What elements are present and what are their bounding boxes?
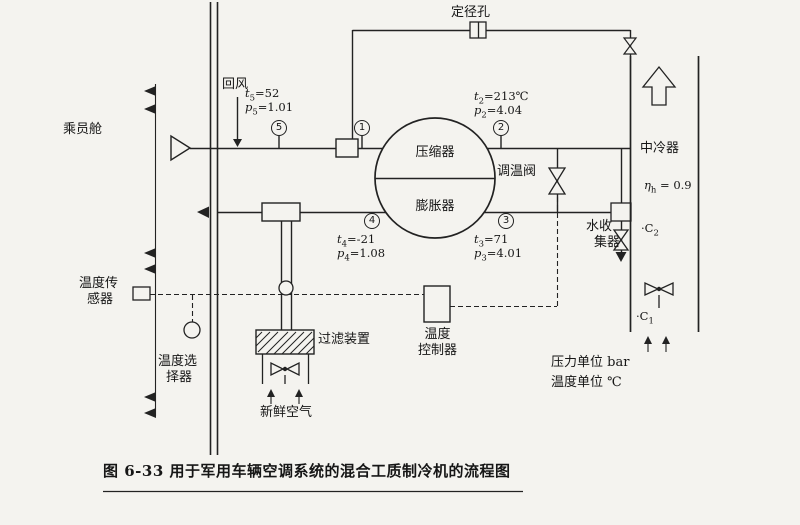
return-air-arrowhead-icon [233, 139, 242, 147]
orifice-fitting-icon [469, 21, 487, 39]
fresh-air-flow-arrows [267, 389, 303, 404]
temp-selector-label: 温度选 择器 [158, 354, 198, 385]
state-point-2: 2 [493, 120, 509, 136]
filter-box-icon [255, 329, 315, 355]
t5-value: t5=52 [245, 86, 280, 104]
air-marker-c2: ·C2 [641, 221, 659, 239]
temp-controller-label: 温度 控制器 [417, 327, 457, 358]
supply-into-cabin-arrow-icon [197, 206, 209, 218]
compressor-expander-unit [374, 117, 496, 239]
t2-value: t2=213℃ [474, 89, 529, 107]
exhaust-air-arrow-icon [641, 65, 677, 106]
p4-value: p4=1.08 [337, 246, 386, 264]
intercooler-label: 中冷器 [640, 141, 680, 156]
state-4-values: t4=-21 p4=1.08 [337, 232, 386, 264]
t4-value: t4=-21 [337, 232, 376, 250]
p5-value: p5=1.01 [245, 100, 294, 118]
temp-sensor-label: 温度传 感器 [79, 276, 119, 307]
temp-regulating-valve-label: 调温阀 [497, 164, 537, 179]
figure-caption: 图 6-33 用于军用车辆空调系统的混合工质制冷机的流程图 [103, 462, 511, 480]
return-air-funnel-icon [170, 134, 192, 162]
temperature-unit-note: 温度单位 ℃ [551, 375, 622, 390]
temp-sensor-icon [132, 286, 151, 301]
cabin-wall [209, 2, 219, 455]
water-collector-icon [610, 202, 632, 262]
p3-value: p3=4.01 [474, 246, 523, 264]
check-valve-icon [622, 37, 638, 55]
pressure-unit-note: 压力单位 bar [551, 355, 630, 370]
mixing-box [261, 202, 301, 222]
state-point-3: 3 [498, 213, 514, 229]
air-marker-c1: ·C1 [636, 309, 654, 327]
water-collector-label: 水收 集器 [586, 219, 621, 250]
filter-device-label: 过滤装置 [318, 332, 371, 347]
fresh-air-fan-icon [261, 354, 310, 384]
return-air-label: 回风 [222, 77, 249, 92]
suction-inline-device [335, 138, 359, 158]
airflow-arrow-icons [144, 86, 156, 418]
intercooler-fan-icon [644, 281, 674, 308]
temp-controller-box [423, 285, 451, 323]
state-point-5: 5 [271, 120, 287, 136]
fresh-air-label: 新鲜空气 [259, 405, 312, 420]
state-point-1: 1 [354, 120, 370, 136]
intercooler-inlet-arrows [644, 336, 670, 352]
state-5-values: t5=52 p5=1.01 [245, 86, 294, 118]
state-point-4: 4 [364, 213, 380, 229]
drain-arrow-icon [615, 252, 627, 262]
damper-actuator-icon [278, 280, 294, 296]
intercooler-efficiency: ηh = 0.9 [644, 178, 692, 196]
inline-devices [261, 138, 359, 222]
p2-value: p2=4.04 [474, 103, 523, 121]
temp-regulating-valve-icon [547, 167, 567, 195]
expander-label: 膨胀器 [415, 199, 455, 214]
intercooler-duct [629, 56, 700, 332]
t3-value: t3=71 [474, 232, 509, 250]
state-3-values: t3=71 p3=4.01 [474, 232, 523, 264]
temp-selector-icon [183, 321, 201, 339]
crew-cabin-label: 乘员舱 [63, 122, 103, 137]
compressor-label: 压缩器 [415, 145, 455, 160]
state-2-values: t2=213℃ p2=4.04 [474, 89, 529, 121]
orifice-label: 定径孔 [451, 5, 491, 20]
